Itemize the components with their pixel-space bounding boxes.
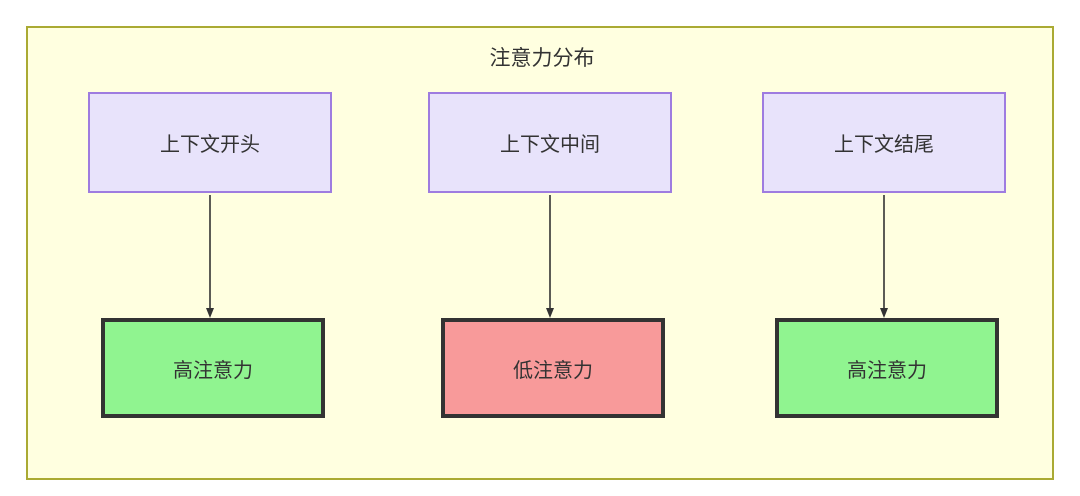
node-context-start-label: 上下文开头: [160, 134, 260, 156]
node-context-middle[interactable]: 上下文中间: [428, 92, 672, 193]
node-high-attention-start-label: 高注意力: [173, 359, 253, 382]
node-context-end-label: 上下文结尾: [834, 134, 934, 156]
node-low-attention-middle-label: 低注意力: [513, 359, 593, 382]
node-high-attention-start[interactable]: 高注意力: [101, 318, 325, 418]
node-low-attention-middle[interactable]: 低注意力: [441, 318, 665, 418]
subgraph-title: 注意力分布: [489, 47, 595, 70]
node-high-attention-end-label: 高注意力: [847, 359, 927, 382]
node-context-end[interactable]: 上下文结尾: [762, 92, 1006, 193]
node-high-attention-end[interactable]: 高注意力: [775, 318, 999, 418]
node-context-start[interactable]: 上下文开头: [88, 92, 332, 193]
node-context-middle-label: 上下文中间: [500, 134, 600, 156]
